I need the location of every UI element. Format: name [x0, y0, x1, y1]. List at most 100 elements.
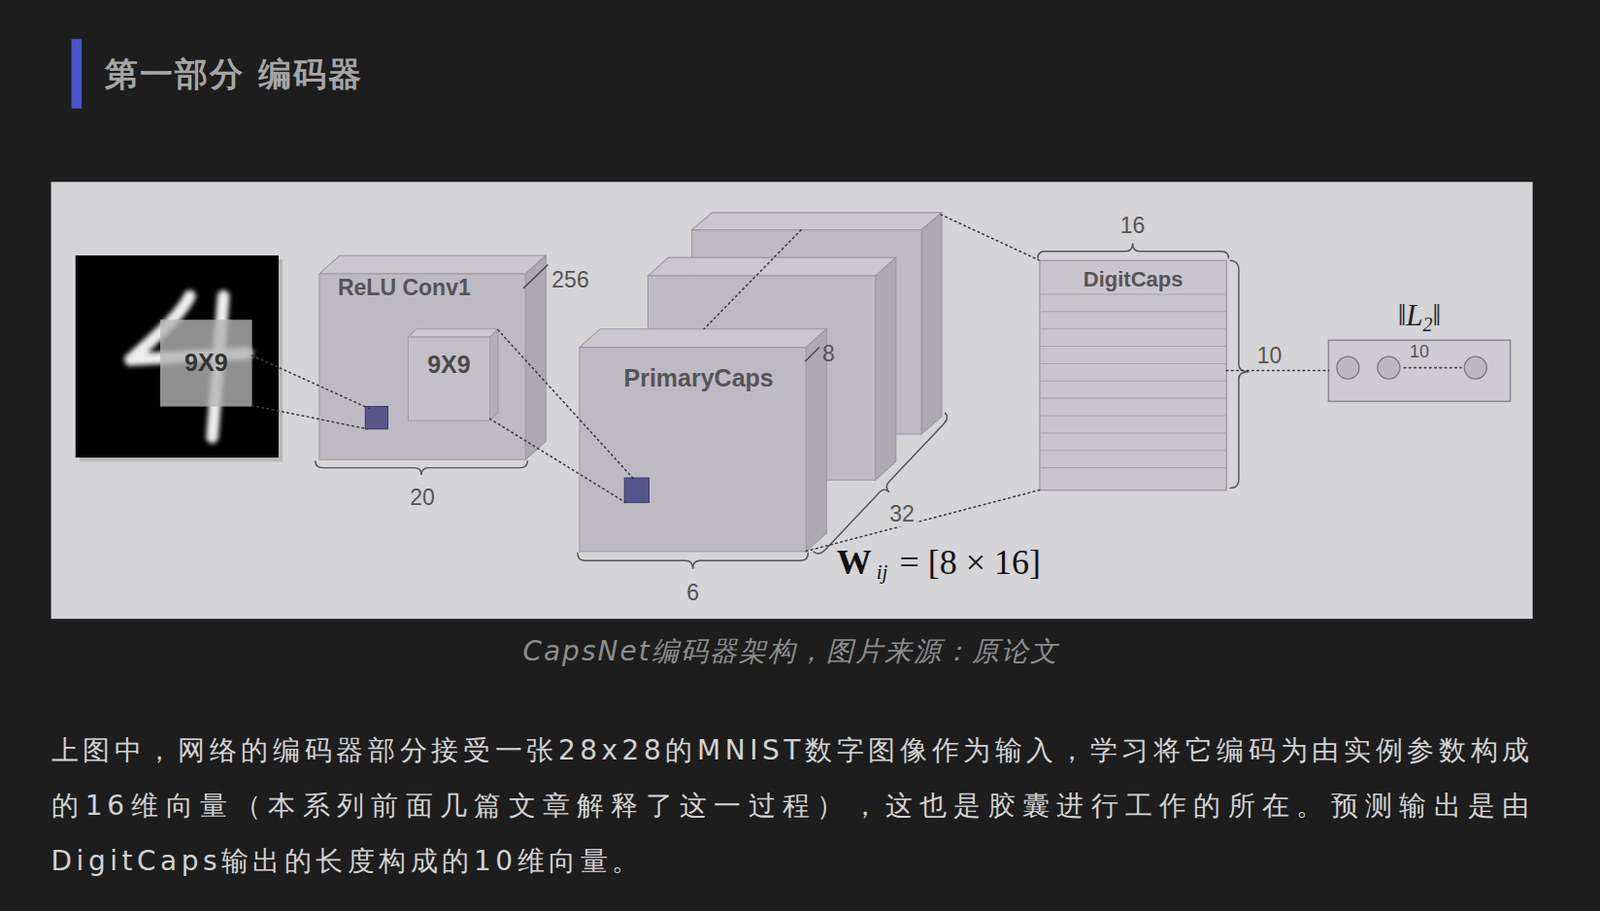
text-holder: 10 — [1255, 341, 1285, 368]
output-vector-box — [1377, 356, 1400, 379]
text-holder: 20 — [409, 483, 435, 510]
layer-name: DigitCaps — [1083, 266, 1184, 292]
kernel-size: 9X9 — [427, 350, 470, 378]
dimension-number: 16 — [1120, 212, 1146, 239]
text-slot: DigitCaps — [1039, 260, 1227, 293]
digit-caps-box — [1040, 363, 1226, 365]
input-image — [75, 255, 283, 462]
kernel-cube — [407, 336, 490, 421]
digit-caps-box — [1040, 432, 1226, 434]
digit-caps-box — [1039, 260, 1227, 490]
kernel-cube — [489, 329, 498, 422]
weight-formula: ij — [874, 562, 891, 583]
title-bar — [71, 38, 83, 108]
size-brace — [315, 242, 1250, 568]
digit-caps-box — [1040, 414, 1226, 416]
digit-caps-box — [1040, 380, 1226, 382]
primary-caps-stack — [579, 347, 806, 552]
dimension-number: 10 — [1255, 341, 1285, 368]
text-slot: ‖L2‖ — [1299, 298, 1539, 336]
input-image — [75, 255, 279, 458]
output-vector-box — [1328, 339, 1510, 401]
text-holder: = [8 × 16] — [897, 544, 1043, 580]
connector-group — [805, 370, 1329, 552]
weight-formula: W — [834, 544, 874, 580]
text-holder: CapsNet编码器架构，图片来源：原论文 — [522, 633, 1059, 670]
kernel-size: 9X9 — [184, 348, 228, 377]
digit-caps-box — [1040, 328, 1226, 330]
dimension-tick — [523, 264, 820, 362]
feature-cell — [624, 477, 649, 502]
size-brace — [1037, 242, 1230, 259]
size-brace — [1229, 260, 1249, 488]
layer-name: ReLU Conv1 — [337, 274, 471, 300]
text-holder: 32 — [887, 500, 917, 527]
text-holder: 第一部分 编码器 — [104, 52, 364, 98]
text-holder: W — [834, 544, 874, 580]
layer-name: PrimaryCaps — [624, 364, 774, 392]
norm-symbol: 2 — [1423, 313, 1434, 335]
size-brace — [315, 460, 529, 475]
feature-cell — [365, 406, 388, 430]
text-holder: 6 — [686, 578, 700, 605]
figure-panel — [51, 181, 1534, 619]
size-brace — [577, 552, 809, 569]
capsule-layer: DigitCaps — [1039, 260, 1227, 490]
digit-caps-box — [1040, 310, 1226, 312]
digit-caps-box — [1040, 449, 1226, 451]
dotted-connector — [1226, 369, 1329, 372]
conv-layer: ReLU Conv1 9X9 — [319, 273, 526, 460]
text-slot: ReLU Conv1 — [319, 273, 526, 301]
dotted-guide — [703, 230, 801, 330]
capsule-layer: PrimaryCaps — [579, 346, 806, 551]
text-slot: 9X9 — [160, 319, 253, 406]
primary-caps-stack — [875, 257, 897, 480]
dotted-guide — [252, 355, 370, 409]
conv-layer-box — [319, 255, 546, 460]
output-vector-box — [1464, 356, 1487, 379]
primary-caps-stack — [579, 329, 827, 348]
kernel-cube: 9X9 — [407, 336, 490, 421]
output-vector: ‖L2‖10 — [1328, 339, 1510, 401]
dimension-number: 32 — [887, 500, 917, 527]
vector-size: 10 — [1409, 341, 1430, 362]
dimension-tick — [523, 264, 548, 288]
dimension-number: 8 — [822, 339, 835, 367]
kernel-window — [160, 319, 253, 406]
output-vector-box — [1403, 366, 1462, 369]
body-paragraph: 上图中，网络的编码器部分接受一张28x28的MNIST数字图像作为输入，学习将它… — [51, 722, 1534, 889]
digit-caps-box — [1040, 345, 1226, 347]
digit-caps-box — [1040, 294, 1226, 468]
text-holder: 256 — [551, 266, 589, 293]
figure-caption: CapsNet编码器架构，图片来源：原论文 — [522, 634, 1059, 667]
digit-caps-box — [1039, 260, 1227, 490]
kernel-cube — [407, 329, 498, 337]
text-slot: PrimaryCaps — [579, 346, 806, 393]
digit-caps-box — [1040, 293, 1226, 295]
weight-formula: = [8 × 16] — [897, 544, 1043, 580]
digit-caps-box — [1040, 466, 1226, 468]
text-slot: 10 — [1328, 341, 1510, 363]
conv-layer-box — [319, 273, 526, 460]
dimension-tick — [804, 347, 820, 363]
primary-caps-stack — [692, 212, 943, 231]
norm-symbol: ‖L — [1398, 298, 1424, 333]
text-holder: 16 — [1120, 212, 1146, 239]
dimension-number: 6 — [686, 578, 700, 605]
dotted-guide — [940, 214, 1040, 261]
text-holder: 8 — [822, 339, 835, 367]
kernel-cube — [407, 329, 498, 422]
dimension-number: 20 — [409, 483, 435, 510]
dotted-guide — [489, 214, 1039, 502]
dotted-guide — [252, 405, 368, 430]
dotted-guide — [498, 330, 635, 481]
dimension-number: 256 — [551, 266, 589, 293]
section-title: 第一部分 编码器 — [104, 54, 364, 94]
text-holder: ij — [874, 562, 891, 583]
norm-symbol: ‖ — [1433, 298, 1442, 333]
dotted-guide — [489, 418, 626, 502]
digit-caps-box — [1040, 398, 1226, 400]
